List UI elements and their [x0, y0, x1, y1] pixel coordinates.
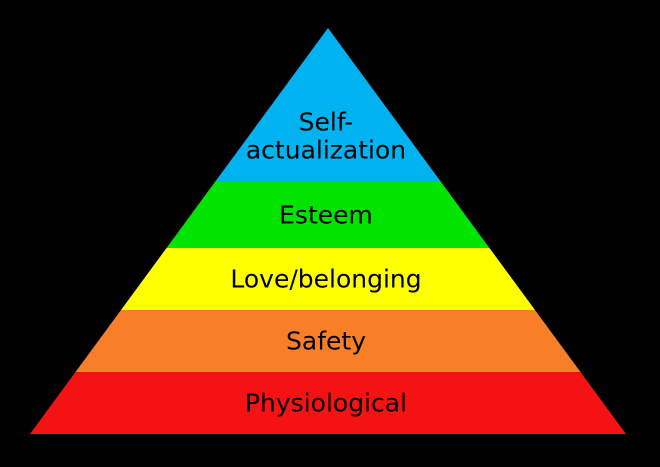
pyramid-level-safety-label: Safety — [286, 327, 366, 356]
pyramid-level-esteem — [166, 182, 490, 248]
pyramid-level-physiological — [30, 372, 626, 434]
pyramid-level-love-belonging — [121, 248, 535, 310]
pyramid-level-esteem-label: Esteem — [279, 201, 373, 230]
pyramid-level-self-actualization-label-line-2: actualization — [246, 136, 406, 165]
pyramid-level-safety — [75, 310, 581, 372]
pyramid-level-physiological-label: Physiological — [245, 389, 407, 418]
pyramid-level-love-belonging-label: Love/belonging — [230, 265, 421, 294]
pyramid-level-self-actualization — [214, 28, 442, 182]
pyramid-level-self-actualization-label-line-1: Self- — [299, 108, 354, 137]
